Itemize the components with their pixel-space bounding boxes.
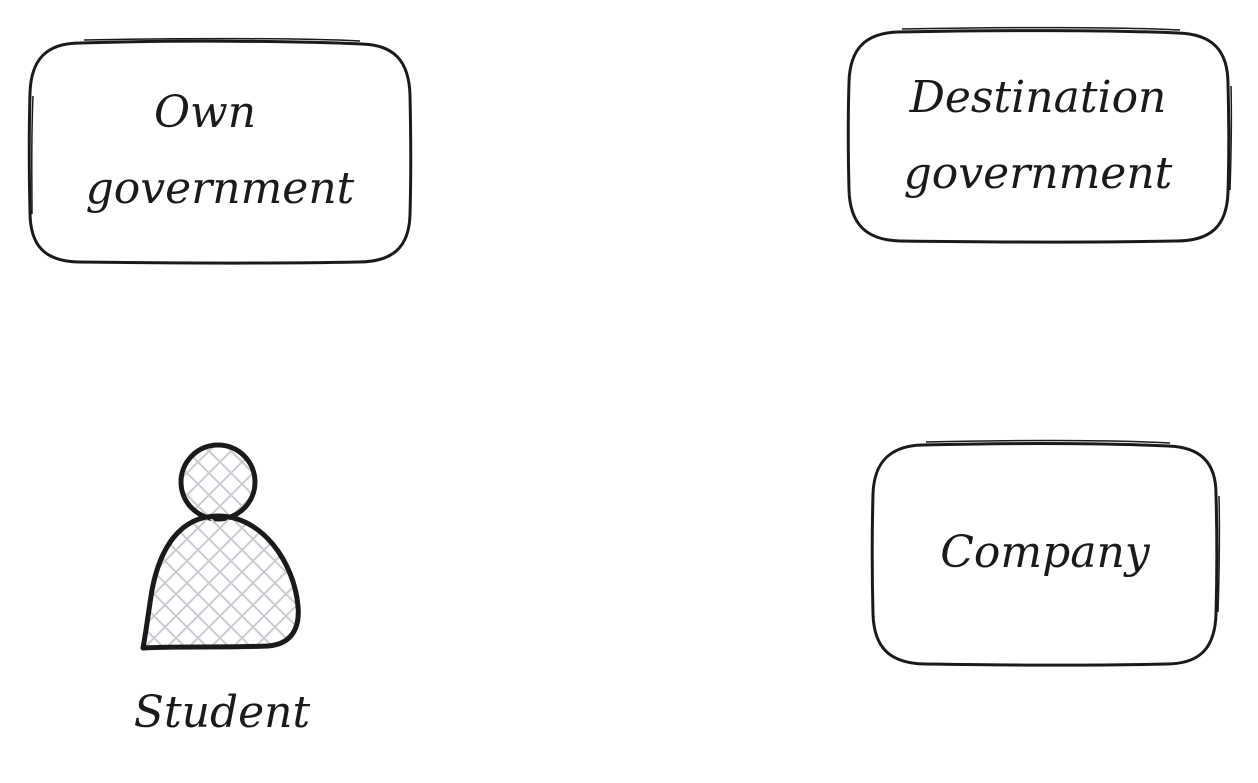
person-icon-body [140, 513, 301, 651]
own-government-label-line-2: government [86, 163, 355, 214]
company-node[interactable]: Company [870, 439, 1221, 667]
company-label: Company [940, 527, 1151, 578]
student-label: Student [134, 687, 311, 738]
own-government-label-line-1: Own [154, 87, 256, 138]
person-icon-head [178, 442, 258, 522]
destination-government-label-line-2: government [904, 148, 1173, 199]
company-box [870, 442, 1219, 667]
own-government-node[interactable]: Own government [27, 37, 413, 265]
own-government-box [27, 39, 413, 265]
destination-government-node[interactable]: Destination government [846, 26, 1233, 244]
destination-government-label-line-1: Destination [909, 72, 1167, 123]
student-node[interactable]: Student [134, 442, 311, 738]
person-icon [140, 442, 301, 651]
destination-government-box [846, 29, 1231, 244]
